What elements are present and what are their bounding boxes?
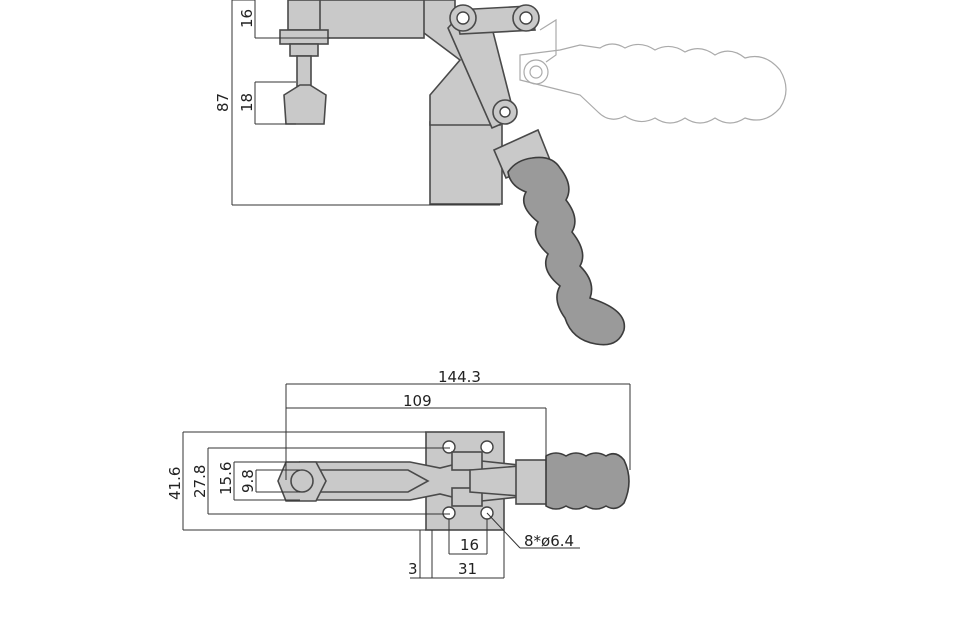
- spindle-flange: [279, 29, 329, 45]
- base-block: [429, 121, 503, 205]
- ghost-handle-open: [472, 18, 787, 124]
- dim-15-6: 15.6: [217, 462, 235, 495]
- side-view: 16 18 87: [214, 0, 787, 346]
- pivot-top-left-hole: [456, 11, 470, 25]
- pivot-lower-hole: [499, 106, 511, 118]
- handle-grip-top: [545, 452, 630, 510]
- dim-144-3: 144.3: [438, 368, 481, 386]
- dim-holes: 8*ø6.4: [524, 532, 574, 550]
- dim-27-8: 27.8: [191, 465, 209, 498]
- mount-hole-2: [480, 440, 494, 454]
- mount-hole-1: [442, 440, 456, 454]
- dim-9-8: 9.8: [239, 469, 257, 493]
- dim-18: 18: [238, 93, 256, 112]
- dim-16-top: 16: [460, 536, 479, 554]
- spindle-rod: [296, 55, 312, 87]
- pivot-block-upper: [451, 451, 483, 471]
- spindle-holder: [287, 0, 321, 31]
- clamp-arm: [317, 0, 425, 39]
- link-bar: [469, 465, 521, 497]
- dim-3: 3: [408, 560, 418, 578]
- fork-slot: [311, 469, 430, 493]
- dim-87: 87: [214, 93, 232, 112]
- hex-nut-bolt: [290, 469, 314, 493]
- mount-hole-3: [442, 506, 456, 520]
- spindle-nut: [289, 43, 319, 57]
- handle-collar-top: [515, 459, 549, 505]
- spindle-tip: [283, 84, 327, 125]
- pivot-top-right-hole: [519, 11, 533, 25]
- dim-31: 31: [458, 560, 477, 578]
- dim-16-side: 16: [238, 9, 256, 28]
- dim-109: 109: [403, 392, 432, 410]
- top-view: 144.3 109 41.6 27.8 15.6 9.8 16 3 31 8*ø…: [166, 368, 631, 579]
- handle-grip: [507, 156, 626, 346]
- dim-41-6: 41.6: [166, 467, 184, 500]
